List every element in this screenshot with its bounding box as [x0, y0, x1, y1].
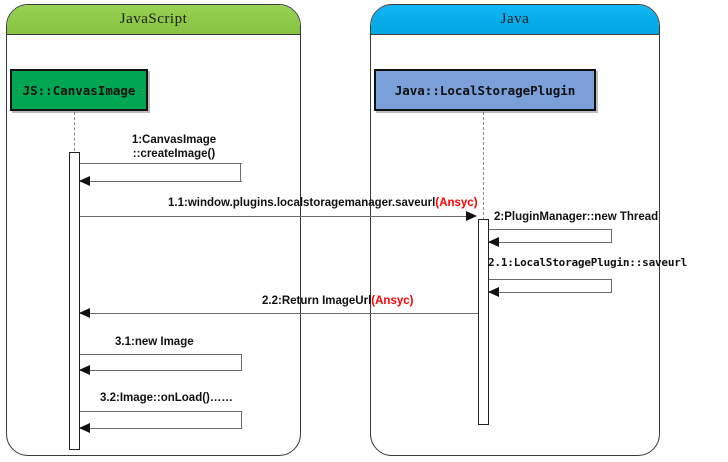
- message-2-right-segment: [611, 229, 612, 242]
- message-label-2-1: 2.1:LocalStoragePlugin::saveurl: [488, 256, 688, 269]
- message-1-bottom-segment: [80, 181, 242, 182]
- message-1-top-segment: [80, 163, 242, 164]
- lifeline-javascript: [74, 112, 75, 156]
- message-3-2-bottom-segment: [80, 428, 242, 429]
- activation-bar-javascript: [69, 152, 80, 450]
- panel-header-java: Java: [371, 5, 659, 35]
- message-3-1-right-segment: [241, 354, 242, 370]
- message-label-2: 2:PluginManager::new Thread: [494, 211, 659, 223]
- message-label-2-2: 2.2:Return ImageUrl(Ansyc): [262, 294, 413, 308]
- message-1-right-segment: [240, 163, 241, 181]
- message-2-arrowhead: [488, 237, 499, 247]
- object-label-js-canvasimage: JS::CanvasImage: [22, 82, 136, 98]
- message-3-2-right-segment: [241, 411, 242, 428]
- message-2-1-top-segment: [489, 279, 612, 280]
- panel-title-java: Java: [500, 11, 530, 27]
- message-2-bottom-segment: [489, 242, 612, 243]
- message-label-1-1: 1.1:window.plugins.localstoragemanager.s…: [168, 196, 478, 210]
- object-label-java-localstorageplugin: Java::LocalStoragePlugin: [394, 82, 576, 98]
- message-1-1-arrowhead: [466, 211, 477, 221]
- message-label-1-line2: ::createImage(): [132, 148, 216, 160]
- message-label-1-1-accent: (Ansyc): [435, 197, 478, 209]
- message-2-1-right-segment: [611, 279, 612, 292]
- message-3-2-arrowhead: [79, 423, 90, 433]
- message-label-2-2-text: 2.2:Return ImageUrl: [262, 295, 372, 307]
- message-2-1-bottom-segment: [489, 292, 612, 293]
- object-box-js-canvasimage[interactable]: JS::CanvasImage: [10, 69, 148, 111]
- message-label-2-2-accent: (Ansyc): [371, 295, 414, 307]
- message-1-1-line: [80, 216, 468, 217]
- message-label-1-line1: 1:CanvasImage: [131, 134, 217, 146]
- message-label-3-2: 3.2:Image::onLoad()……: [100, 392, 233, 404]
- message-2-1-arrowhead: [488, 287, 499, 297]
- message-3-2-top-segment: [80, 411, 242, 412]
- message-2-2-arrowhead: [79, 308, 90, 318]
- message-3-1-arrowhead: [79, 365, 90, 375]
- message-label-1-1-text: 1.1:window.plugins.localstoragemanager.s…: [168, 197, 436, 209]
- message-1-arrowhead: [79, 176, 90, 186]
- object-box-java-localstorageplugin[interactable]: Java::LocalStoragePlugin: [374, 69, 596, 111]
- message-2-top-segment: [489, 229, 612, 230]
- lifeline-java: [483, 112, 484, 220]
- message-2-2-line: [80, 313, 478, 314]
- message-3-1-top-segment: [80, 354, 242, 355]
- message-3-1-bottom-segment: [80, 370, 242, 371]
- message-label-3-1: 3.1:new Image: [115, 336, 194, 348]
- activation-bar-java: [478, 219, 489, 425]
- panel-title-javascript: JavaScript: [119, 11, 188, 27]
- panel-header-javascript: JavaScript: [7, 5, 300, 35]
- message-label-1: 1:CanvasImage ::createImage(): [104, 133, 244, 161]
